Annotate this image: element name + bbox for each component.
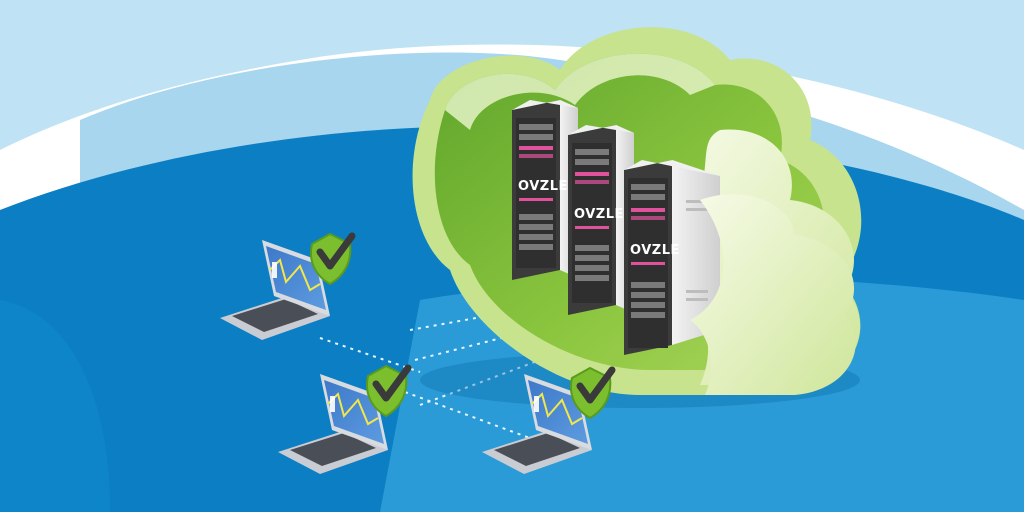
laptop-screen-chart [327,392,379,426]
laptop-screen-chart [531,392,583,426]
connection-line-1 [319,337,421,373]
server-rack-3: OVZLE [624,160,720,355]
cloud-top-edge [445,53,715,130]
shield-check-icon [570,366,616,420]
shield-check-icon [310,232,356,286]
rack-brand-1: OVZLE [518,179,568,194]
laptop-keyboard [232,299,318,332]
server-racks: OVZLE OVZLE [512,100,720,355]
laptop-keyboard [494,433,580,466]
shield-check-icon [366,364,412,418]
laptop-keyboard [290,433,376,466]
laptop-screen-chart [269,258,321,292]
cloud-front-lobe [690,194,856,395]
rack-brand-3: OVZLE [630,243,680,258]
sky-band [0,0,1024,150]
rack-brand-2: OVZLE [574,207,624,222]
ocean-curve [0,300,110,512]
laptop-3 [482,366,616,474]
laptop-1 [220,232,356,340]
laptop-2 [278,364,412,474]
